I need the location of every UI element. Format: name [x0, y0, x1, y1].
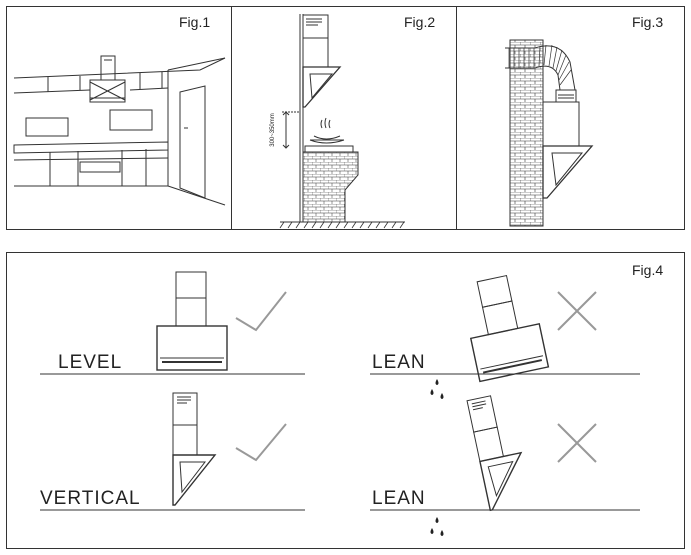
- cross-icon: [557, 291, 597, 331]
- level-hood-icon: [156, 271, 228, 371]
- level-label: LEVEL: [58, 352, 123, 373]
- vertical-hood-icon: [172, 392, 217, 506]
- drip-icon: [430, 517, 444, 536]
- check-icon: [235, 423, 287, 462]
- check-icon: [235, 291, 287, 332]
- lean-vertical-hood-icon: [466, 395, 523, 512]
- fig1-label: Fig.1: [179, 14, 211, 30]
- lean-label-top: LEAN: [372, 352, 426, 373]
- fig3-label: Fig.3: [632, 14, 664, 30]
- lean-tilted-hood-icon: [469, 274, 550, 383]
- fig2-label: Fig.2: [404, 14, 436, 30]
- fig4-panel: [6, 252, 685, 549]
- vertical-label: VERTICAL: [40, 488, 141, 509]
- lean-label-bottom: LEAN: [372, 488, 426, 509]
- drip-icon: [430, 379, 444, 399]
- fig4-label: Fig.4: [632, 262, 664, 278]
- cross-icon: [557, 423, 597, 463]
